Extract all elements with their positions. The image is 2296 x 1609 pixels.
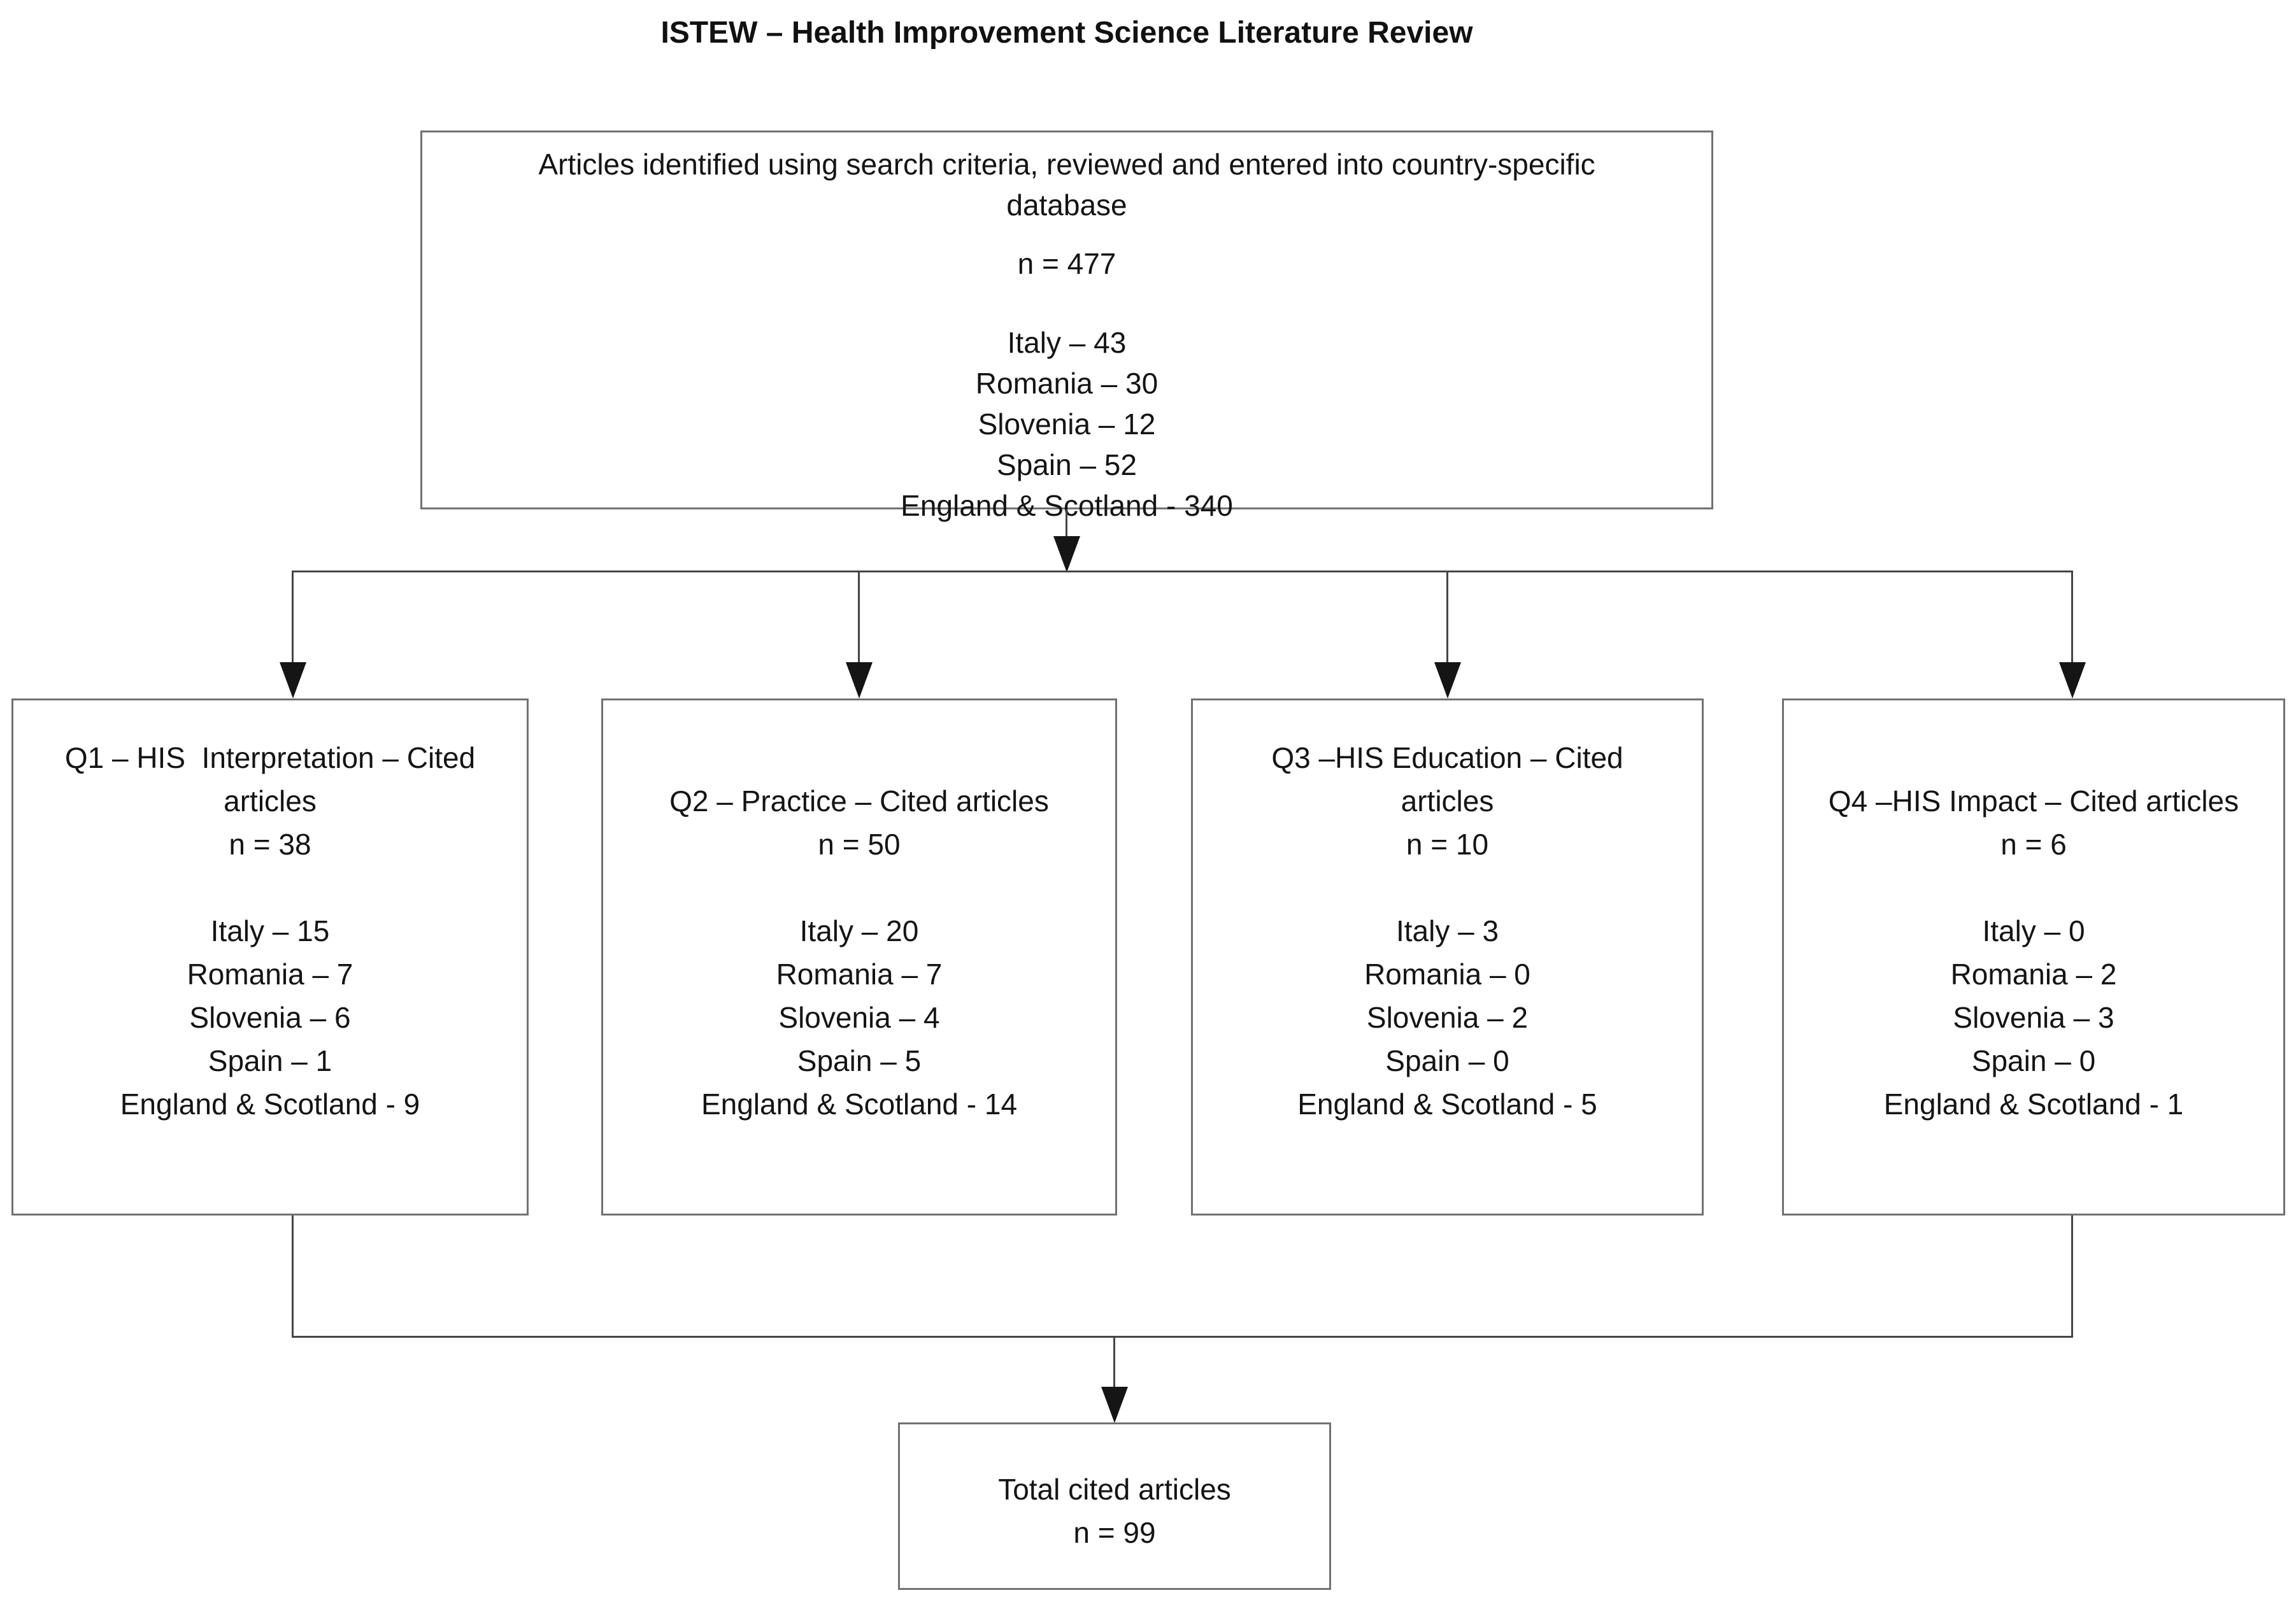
box-title-line: Q2 – Practice – Cited articles bbox=[669, 784, 1049, 818]
country-count-romania: Romania – 7 bbox=[776, 958, 943, 991]
connector-top-bus bbox=[293, 571, 2073, 572]
box-title-line: Q3 –HIS Education – Cited bbox=[1271, 741, 1623, 774]
country-count-italy: Italy – 20 bbox=[799, 914, 919, 947]
connector-drop-q4 bbox=[2071, 571, 2073, 663]
connector-total-stem bbox=[1113, 1336, 1115, 1388]
country-count-england-scotland: England & Scotland - 5 bbox=[1297, 1088, 1597, 1121]
country-counts: Italy – 15 Romania – 7 Slovenia – 6 Spai… bbox=[13, 909, 527, 1126]
connector-bottom-bus bbox=[292, 1336, 2073, 1338]
country-count-romania: Romania – 30 bbox=[975, 367, 1159, 400]
arrow-down-icon bbox=[280, 662, 306, 698]
connector-drop-q3 bbox=[1446, 571, 1448, 663]
sample-size: n = 477 bbox=[1017, 247, 1116, 280]
country-count-spain: Spain – 5 bbox=[797, 1044, 922, 1077]
country-count-spain: Spain – 0 bbox=[1971, 1044, 2096, 1077]
arrow-down-icon bbox=[1101, 1387, 1128, 1423]
arrow-down-icon bbox=[1053, 536, 1080, 572]
sample-size: n = 10 bbox=[1406, 828, 1489, 861]
country-counts: Italy – 20 Romania – 7 Slovenia – 4 Spai… bbox=[603, 909, 1115, 1126]
country-count-england-scotland: England & Scotland - 1 bbox=[1883, 1088, 2184, 1121]
sample-size: n = 38 bbox=[229, 828, 311, 861]
sample-size: n = 50 bbox=[818, 828, 901, 861]
country-count-england-scotland: England & Scotland - 340 bbox=[901, 489, 1233, 522]
box-title-line: Articles identified using search criteri… bbox=[538, 148, 1595, 181]
country-count-spain: Spain – 0 bbox=[1385, 1044, 1509, 1077]
country-count-england-scotland: England & Scotland - 14 bbox=[701, 1088, 1018, 1121]
country-count-slovenia: Slovenia – 2 bbox=[1366, 1001, 1529, 1034]
country-count-romania: Romania – 0 bbox=[1364, 958, 1530, 991]
connector-q1-down bbox=[292, 1216, 294, 1337]
country-count-italy: Italy – 0 bbox=[1982, 914, 2085, 947]
country-count-england-scotland: England & Scotland - 9 bbox=[120, 1088, 420, 1121]
connector-drop-q2 bbox=[858, 571, 860, 663]
box-total-cited-articles: Total cited articles n = 99 bbox=[898, 1422, 1331, 1590]
country-count-slovenia: Slovenia – 4 bbox=[778, 1001, 940, 1034]
country-counts: Italy – 43 Romania – 30 Slovenia – 12 Sp… bbox=[422, 322, 1711, 526]
country-count-italy: Italy – 3 bbox=[1395, 914, 1499, 947]
country-count-slovenia: Slovenia – 12 bbox=[978, 408, 1156, 441]
arrow-down-icon bbox=[2059, 662, 2086, 698]
box-q3-his-education: Q3 –HIS Education – Cited articles n = 1… bbox=[1191, 698, 1704, 1216]
box-articles-identified: Articles identified using search criteri… bbox=[420, 131, 1713, 522]
arrow-down-icon bbox=[846, 662, 873, 698]
box-title-line: Total cited articles bbox=[998, 1473, 1231, 1506]
connector-q4-down bbox=[2071, 1216, 2073, 1337]
country-count-spain: Spain – 1 bbox=[208, 1044, 332, 1077]
sample-size: n = 99 bbox=[1073, 1516, 1156, 1549]
page-title: ISTEW – Health Improvement Science Liter… bbox=[660, 16, 1473, 50]
country-count-italy: Italy – 15 bbox=[210, 914, 330, 947]
box-title-line: Q4 –HIS Impact – Cited articles bbox=[1828, 784, 2239, 818]
box-title-line: database bbox=[1006, 188, 1127, 222]
country-counts: Italy – 3 Romania – 0 Slovenia – 2 Spain… bbox=[1193, 909, 1702, 1126]
country-count-romania: Romania – 2 bbox=[1950, 958, 2117, 991]
country-count-italy: Italy – 43 bbox=[1007, 326, 1127, 359]
arrow-down-icon bbox=[1434, 662, 1461, 698]
sample-size: n = 6 bbox=[2000, 828, 2067, 861]
box-title-line: articles bbox=[1401, 784, 1494, 818]
country-counts: Italy – 0 Romania – 2 Slovenia – 3 Spain… bbox=[1784, 909, 2283, 1126]
country-count-romania: Romania – 7 bbox=[187, 958, 353, 991]
box-title-line: articles bbox=[224, 784, 317, 818]
country-count-spain: Spain – 52 bbox=[997, 448, 1137, 481]
connector-drop-q1 bbox=[292, 571, 294, 663]
country-count-slovenia: Slovenia – 6 bbox=[189, 1001, 351, 1034]
box-q1-his-interpretation: Q1 – HIS Interpretation – Cited articles… bbox=[11, 698, 529, 1216]
box-q2-practice: Q2 – Practice – Cited articles n = 50 It… bbox=[601, 698, 1117, 1216]
box-q4-his-impact: Q4 –HIS Impact – Cited articles n = 6 It… bbox=[1782, 698, 2285, 1216]
country-count-slovenia: Slovenia – 3 bbox=[1953, 1001, 2114, 1034]
connector-top-stem bbox=[1066, 509, 1067, 539]
box-title-line: Q1 – HIS Interpretation – Cited bbox=[64, 741, 476, 774]
